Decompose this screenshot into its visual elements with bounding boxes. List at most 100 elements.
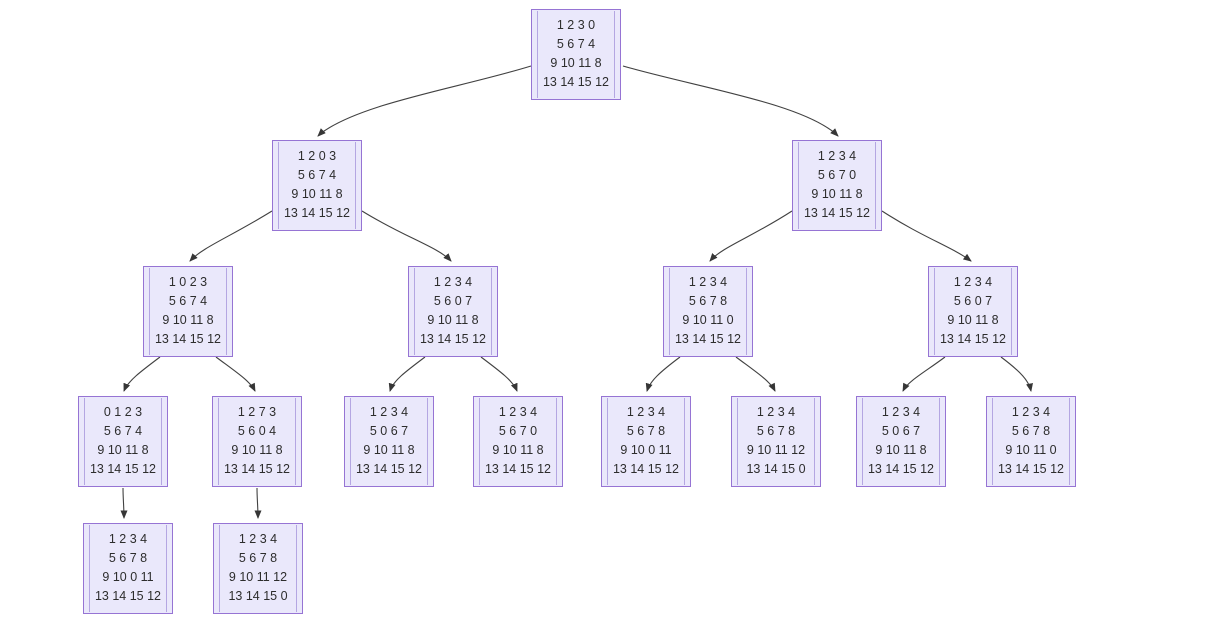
- puzzle-row: 1 2 3 4: [238, 532, 278, 546]
- puzzle-row: 13 14 15 12: [154, 332, 222, 346]
- puzzle-row: 9 10 11 8: [947, 313, 999, 327]
- puzzle-row: 5 6 7 4: [556, 37, 596, 51]
- puzzle-row: 9 10 11 8: [875, 443, 927, 457]
- tree-node: 1 2 3 4 5 0 6 7 9 10 11 8 13 14 15 12: [856, 396, 946, 487]
- puzzle-row: 9 10 11 8: [550, 56, 602, 70]
- tree-edge-n0-n2: [622, 65, 839, 137]
- tree-node: 1 2 3 4 5 6 7 8 9 10 0 11 13 14 15 12: [601, 396, 691, 487]
- tree-node: 1 2 3 4 5 6 7 8 9 10 0 11 13 14 15 12: [83, 523, 173, 614]
- puzzle-row: 9 10 11 8: [162, 313, 214, 327]
- tree-edge-n6-n14: [1000, 356, 1033, 392]
- tree-node: 1 2 3 4 5 6 7 0 9 10 11 8 13 14 15 12: [473, 396, 563, 487]
- puzzle-row: 13 14 15 12: [803, 206, 871, 220]
- puzzle-row: 9 10 11 8: [97, 443, 149, 457]
- puzzle-row: 9 10 11 0: [1005, 443, 1057, 457]
- tree-edge-n3-n7: [123, 356, 161, 392]
- puzzle-row: 1 2 7 3: [237, 405, 277, 419]
- puzzle-row: 5 6 7 8: [756, 424, 796, 438]
- tree-node: 1 2 3 4 5 6 7 8 9 10 11 12 13 14 15 0: [731, 396, 821, 487]
- puzzle-row: 5 6 7 0: [498, 424, 538, 438]
- puzzle-row: 5 6 7 8: [688, 294, 728, 308]
- tree-node: 1 2 3 4 5 6 7 0 9 10 11 8 13 14 15 12: [792, 140, 882, 231]
- tree-node: 1 0 2 3 5 6 7 4 9 10 11 8 13 14 15 12: [143, 266, 233, 357]
- puzzle-row: 13 14 15 12: [542, 75, 610, 89]
- puzzle-row: 9 10 11 8: [427, 313, 479, 327]
- puzzle-row: 5 0 6 7: [881, 424, 921, 438]
- puzzle-row: 1 2 3 0: [556, 18, 596, 32]
- tree-node: 0 1 2 3 5 6 7 4 9 10 11 8 13 14 15 12: [78, 396, 168, 487]
- puzzle-row: 5 6 7 8: [108, 551, 148, 565]
- tree-edge-n2-n6: [881, 210, 972, 262]
- puzzle-row: 0 1 2 3: [103, 405, 143, 419]
- tree-node: 1 2 7 3 5 6 0 4 9 10 11 8 13 14 15 12: [212, 396, 302, 487]
- puzzle-row: 13 14 15 12: [94, 589, 162, 603]
- puzzle-row: 9 10 11 12: [228, 570, 288, 584]
- puzzle-row: 5 0 6 7: [369, 424, 409, 438]
- puzzle-row: 9 10 0 11: [620, 443, 672, 457]
- tree-node: 1 2 3 4 5 6 0 7 9 10 11 8 13 14 15 12: [408, 266, 498, 357]
- puzzle-row: 5 6 0 7: [953, 294, 993, 308]
- puzzle-row: 5 6 7 0: [817, 168, 857, 182]
- puzzle-row: 9 10 11 8: [231, 443, 283, 457]
- tree-edge-n8-n16: [254, 487, 262, 519]
- puzzle-row: 1 2 3 4: [1011, 405, 1051, 419]
- puzzle-row: 13 14 15 12: [867, 462, 935, 476]
- tree-edge-n1-n4: [361, 210, 452, 262]
- tree-edge-n2-n5: [709, 210, 793, 262]
- puzzle-row: 1 2 3 4: [688, 275, 728, 289]
- puzzle-row: 13 14 15 12: [997, 462, 1065, 476]
- puzzle-row: 13 14 15 0: [746, 462, 806, 476]
- tree-edge-n5-n11: [645, 356, 681, 392]
- puzzle-row: 5 6 7 4: [168, 294, 208, 308]
- puzzle-row: 5 6 7 8: [238, 551, 278, 565]
- tree-edge-n7-n15: [120, 487, 128, 519]
- puzzle-row: 13 14 15 12: [283, 206, 351, 220]
- tree-node: 1 2 3 4 5 6 7 8 9 10 11 0 13 14 15 12: [986, 396, 1076, 487]
- tree-edge-n1-n3: [189, 210, 273, 262]
- puzzle-row: 13 14 15 12: [355, 462, 423, 476]
- tree-node: 1 2 3 4 5 6 7 8 9 10 11 12 13 14 15 0: [213, 523, 303, 614]
- puzzle-row: 9 10 0 11: [102, 570, 154, 584]
- puzzle-row: 13 14 15 0: [228, 589, 288, 603]
- puzzle-row: 1 0 2 3: [168, 275, 208, 289]
- puzzle-row: 5 6 0 4: [237, 424, 277, 438]
- puzzle-row: 1 2 3 4: [369, 405, 409, 419]
- puzzle-row: 13 14 15 12: [612, 462, 680, 476]
- puzzle-row: 5 6 7 8: [626, 424, 666, 438]
- puzzle-row: 5 6 7 8: [1011, 424, 1051, 438]
- puzzle-row: 9 10 11 8: [811, 187, 863, 201]
- puzzle-row: 13 14 15 12: [939, 332, 1007, 346]
- puzzle-row: 9 10 11 0: [682, 313, 734, 327]
- puzzle-row: 1 2 3 4: [626, 405, 666, 419]
- puzzle-row: 13 14 15 12: [484, 462, 552, 476]
- puzzle-row: 1 2 3 4: [881, 405, 921, 419]
- puzzle-row: 1 2 3 4: [756, 405, 796, 419]
- puzzle-row: 1 2 3 4: [498, 405, 538, 419]
- puzzle-row: 1 2 3 4: [953, 275, 993, 289]
- tree-node: 1 2 3 4 5 6 0 7 9 10 11 8 13 14 15 12: [928, 266, 1018, 357]
- puzzle-row: 5 6 7 4: [297, 168, 337, 182]
- puzzle-row: 9 10 11 8: [363, 443, 415, 457]
- puzzle-row: 13 14 15 12: [674, 332, 742, 346]
- puzzle-row: 1 2 3 4: [817, 149, 857, 163]
- puzzle-row: 5 6 0 7: [433, 294, 473, 308]
- puzzle-row: 9 10 11 8: [492, 443, 544, 457]
- puzzle-row: 13 14 15 12: [223, 462, 291, 476]
- puzzle-row: 13 14 15 12: [89, 462, 157, 476]
- tree-node: 1 2 3 4 5 0 6 7 9 10 11 8 13 14 15 12: [344, 396, 434, 487]
- tree-edge-n4-n9: [388, 356, 426, 392]
- puzzle-row: 1 2 3 4: [433, 275, 473, 289]
- puzzle-row: 9 10 11 8: [291, 187, 343, 201]
- tree-edge-n6-n13: [902, 356, 946, 392]
- puzzle-row: 1 2 3 4: [108, 532, 148, 546]
- puzzle-row: 9 10 11 12: [746, 443, 806, 457]
- puzzle-row: 1 2 0 3: [297, 149, 337, 163]
- puzzle-row: 5 6 7 4: [103, 424, 143, 438]
- tree-edge-n3-n8: [215, 356, 256, 392]
- tree-edge-n5-n12: [735, 356, 776, 392]
- tree-node: 1 2 3 4 5 6 7 8 9 10 11 0 13 14 15 12: [663, 266, 753, 357]
- tree-node: 1 2 0 3 5 6 7 4 9 10 11 8 13 14 15 12: [272, 140, 362, 231]
- tree-node-root: 1 2 3 0 5 6 7 4 9 10 11 8 13 14 15 12: [531, 9, 621, 100]
